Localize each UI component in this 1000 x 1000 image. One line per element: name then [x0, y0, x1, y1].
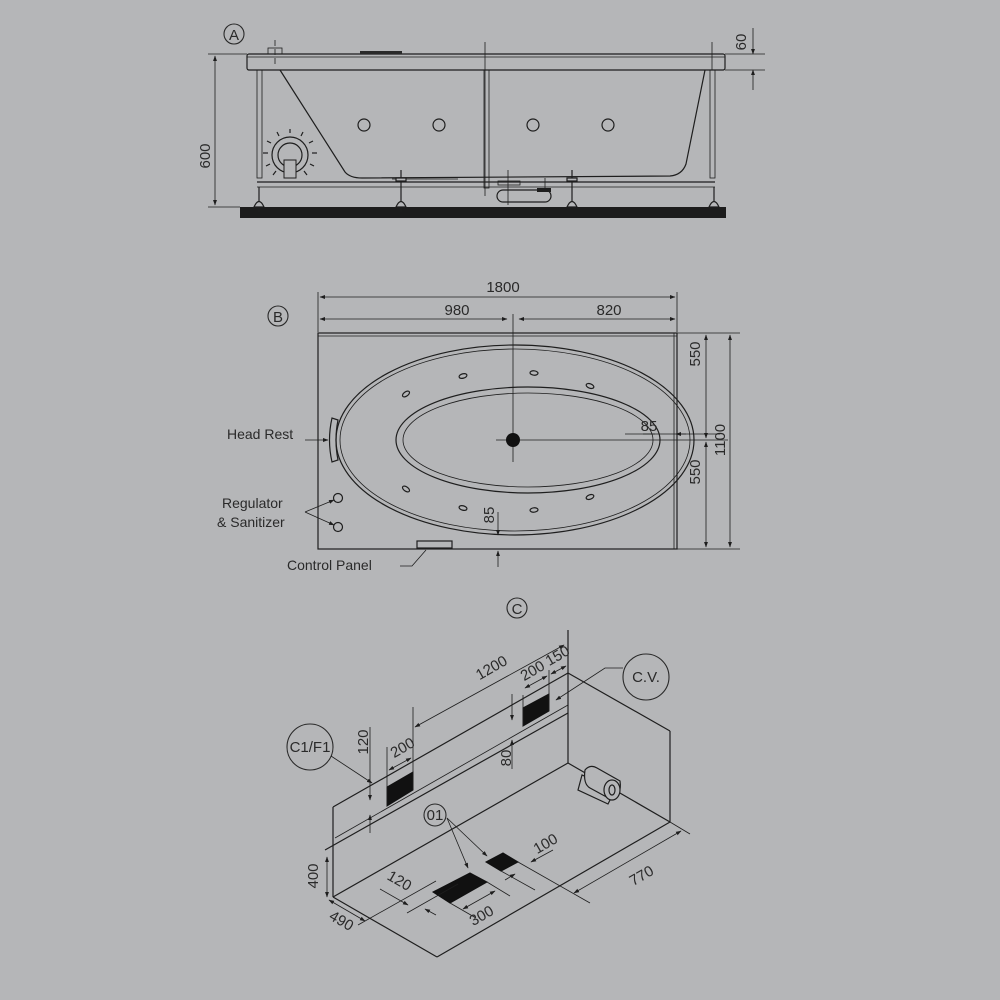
drain-assembly	[496, 170, 552, 205]
drain-callout: 01	[427, 807, 444, 824]
view-b-label-circle	[267, 305, 289, 327]
view-b-label: B	[273, 309, 283, 326]
view-a-label: A	[229, 27, 239, 44]
frame-post-left	[256, 69, 263, 179]
jet-2	[432, 118, 446, 132]
dim-cv-width: 200	[518, 657, 548, 684]
sanitizer-label: & Sanitizer	[217, 514, 285, 530]
dim-half-top: 550	[687, 341, 704, 366]
control-panel	[416, 540, 453, 549]
jet-1	[357, 118, 371, 132]
dim-right: 820	[596, 302, 621, 319]
view-b-plan: B 1800 980 820	[217, 279, 740, 573]
cv-callout: C.V.	[632, 669, 660, 686]
dim-cv-height: 80	[498, 750, 515, 767]
dim-left: 980	[444, 302, 469, 319]
sanitizer-knob	[332, 521, 344, 533]
floor-slab	[240, 207, 726, 218]
dim-side-length: 770	[627, 862, 657, 889]
jet-3	[526, 118, 540, 132]
dim-offset-front: 85	[481, 507, 498, 524]
dim-wall-height: 400	[305, 863, 322, 888]
dim-offset-side: 85	[641, 418, 658, 435]
tub-rim	[246, 53, 726, 71]
view-c-label: C	[512, 601, 523, 618]
regulator-knob	[332, 492, 344, 504]
frame-post-center	[483, 69, 490, 189]
c1f1-callout: C1/F1	[290, 739, 331, 756]
pump-icon	[263, 129, 317, 179]
view-c-isometric: C 1200	[286, 597, 691, 958]
drain-icon	[506, 433, 520, 447]
view-c-label-circle	[506, 597, 528, 619]
head-rest-label: Head Rest	[227, 426, 293, 442]
dim-span: 1200	[473, 652, 510, 683]
cv-callout-circle	[622, 653, 670, 701]
tub-body	[279, 69, 706, 179]
head-rest	[328, 417, 339, 463]
cv-cutout	[522, 693, 550, 727]
dim-depth: 490	[326, 907, 356, 934]
view-a-side-elevation: A	[197, 23, 765, 218]
regulator-label: Regulator	[222, 495, 283, 511]
control-panel-label: Control Panel	[287, 557, 372, 573]
tub-deck	[317, 332, 678, 550]
c1f1-callout-circle	[286, 723, 334, 771]
drain-callout-circle	[423, 803, 447, 827]
dim-height: 600	[197, 143, 214, 168]
adjustable-feet	[253, 170, 720, 212]
dim-half-bottom: 550	[687, 459, 704, 484]
dim-width: 1100	[712, 424, 729, 456]
dim-drain-offset: 100	[531, 830, 561, 857]
dim-rim: 60	[733, 34, 750, 51]
view-a-label-circle	[223, 23, 245, 45]
dim-c1-height: 120	[355, 729, 372, 754]
pump-motor-icon	[577, 765, 621, 805]
drain-cutout-secondary	[484, 852, 520, 872]
drain-cutout-main	[432, 872, 489, 904]
jet-4	[601, 118, 615, 132]
frame-post-right	[709, 69, 716, 179]
dim-floor-offset: 120	[384, 867, 414, 894]
plan-jets	[401, 370, 595, 513]
dim-length: 1800	[486, 279, 519, 296]
top-fitting	[360, 51, 402, 54]
